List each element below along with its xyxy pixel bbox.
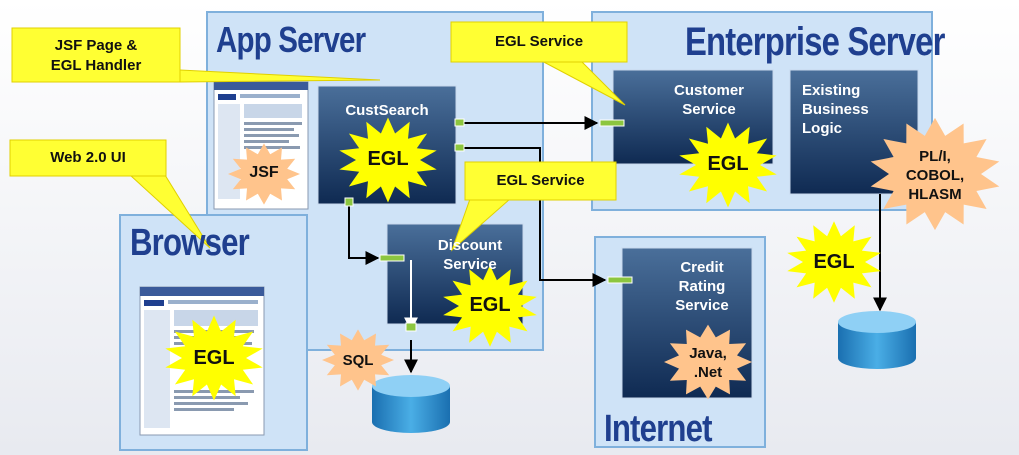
callout-egl-service-top: EGL Service: [494, 33, 584, 50]
callout-jsf-handler: JSF Page & EGL Handler: [50, 37, 142, 74]
callout-web-ui: Web 2.0 UI: [50, 149, 126, 166]
app-server-title: App Server: [216, 19, 366, 60]
database-enterprise: [838, 311, 916, 369]
database-discount: [372, 375, 450, 433]
connectors: [348, 116, 887, 374]
cust-to-credit-connector: [463, 147, 607, 287]
port: [379, 254, 405, 262]
port: [405, 322, 417, 332]
browser-title: Browser: [130, 222, 250, 264]
enterprise-server-title: Enterprise Server: [685, 20, 945, 64]
egl-burst-custsearch: EGL: [367, 148, 409, 170]
egl-burst-browser-shape: [165, 315, 263, 401]
pli-burst-shape: [870, 117, 1000, 231]
egl-burst-discount-shape: [443, 265, 537, 347]
customer-service-label: Customer Service: [673, 82, 744, 118]
pli-burst: PL/I, COBOL, HLASM: [905, 148, 965, 203]
egl-burst-enterprise-db: EGL: [813, 251, 855, 273]
sql-burst: SQL: [342, 352, 374, 369]
port: [599, 119, 625, 127]
callout-egl-service-mid: EGL Service: [496, 172, 585, 189]
existing-logic-label: Existing Business Logic: [802, 82, 869, 137]
callout-egl-service-mid-shape: [450, 161, 617, 252]
java-burst-shape: [664, 324, 752, 400]
bursts: [165, 117, 1000, 401]
discount-service-label: Discount Service: [437, 237, 503, 273]
ports: [344, 118, 633, 332]
egl-burst-discount: EGL: [469, 294, 511, 316]
port: [454, 143, 465, 152]
credit-rating-label: Credit Rating Service: [675, 259, 729, 314]
port: [607, 276, 633, 284]
jsf-burst-shape: [228, 143, 300, 205]
jsf-burst: JSF: [249, 164, 279, 181]
cust-search-label: CustSearch: [345, 102, 429, 119]
egl-burst-custsearch-shape: [339, 117, 437, 203]
port: [344, 197, 354, 207]
callout-web-ui-shape: [9, 139, 211, 249]
java-burst: Java, .Net: [689, 345, 727, 381]
sql-burst-shape: [322, 329, 394, 391]
callout-jsf-handler-shape: [11, 27, 381, 83]
internet-title: Internet: [604, 408, 713, 450]
egl-burst-customer: EGL: [707, 153, 749, 175]
egl-burst-customer-shape: [679, 122, 777, 208]
cust-to-discount-connector: [348, 204, 380, 265]
egl-burst-enterprise-db-shape: [787, 221, 881, 303]
callout-egl-service-top-shape: [450, 21, 628, 106]
port: [454, 118, 465, 127]
egl-burst-browser: EGL: [193, 347, 235, 369]
